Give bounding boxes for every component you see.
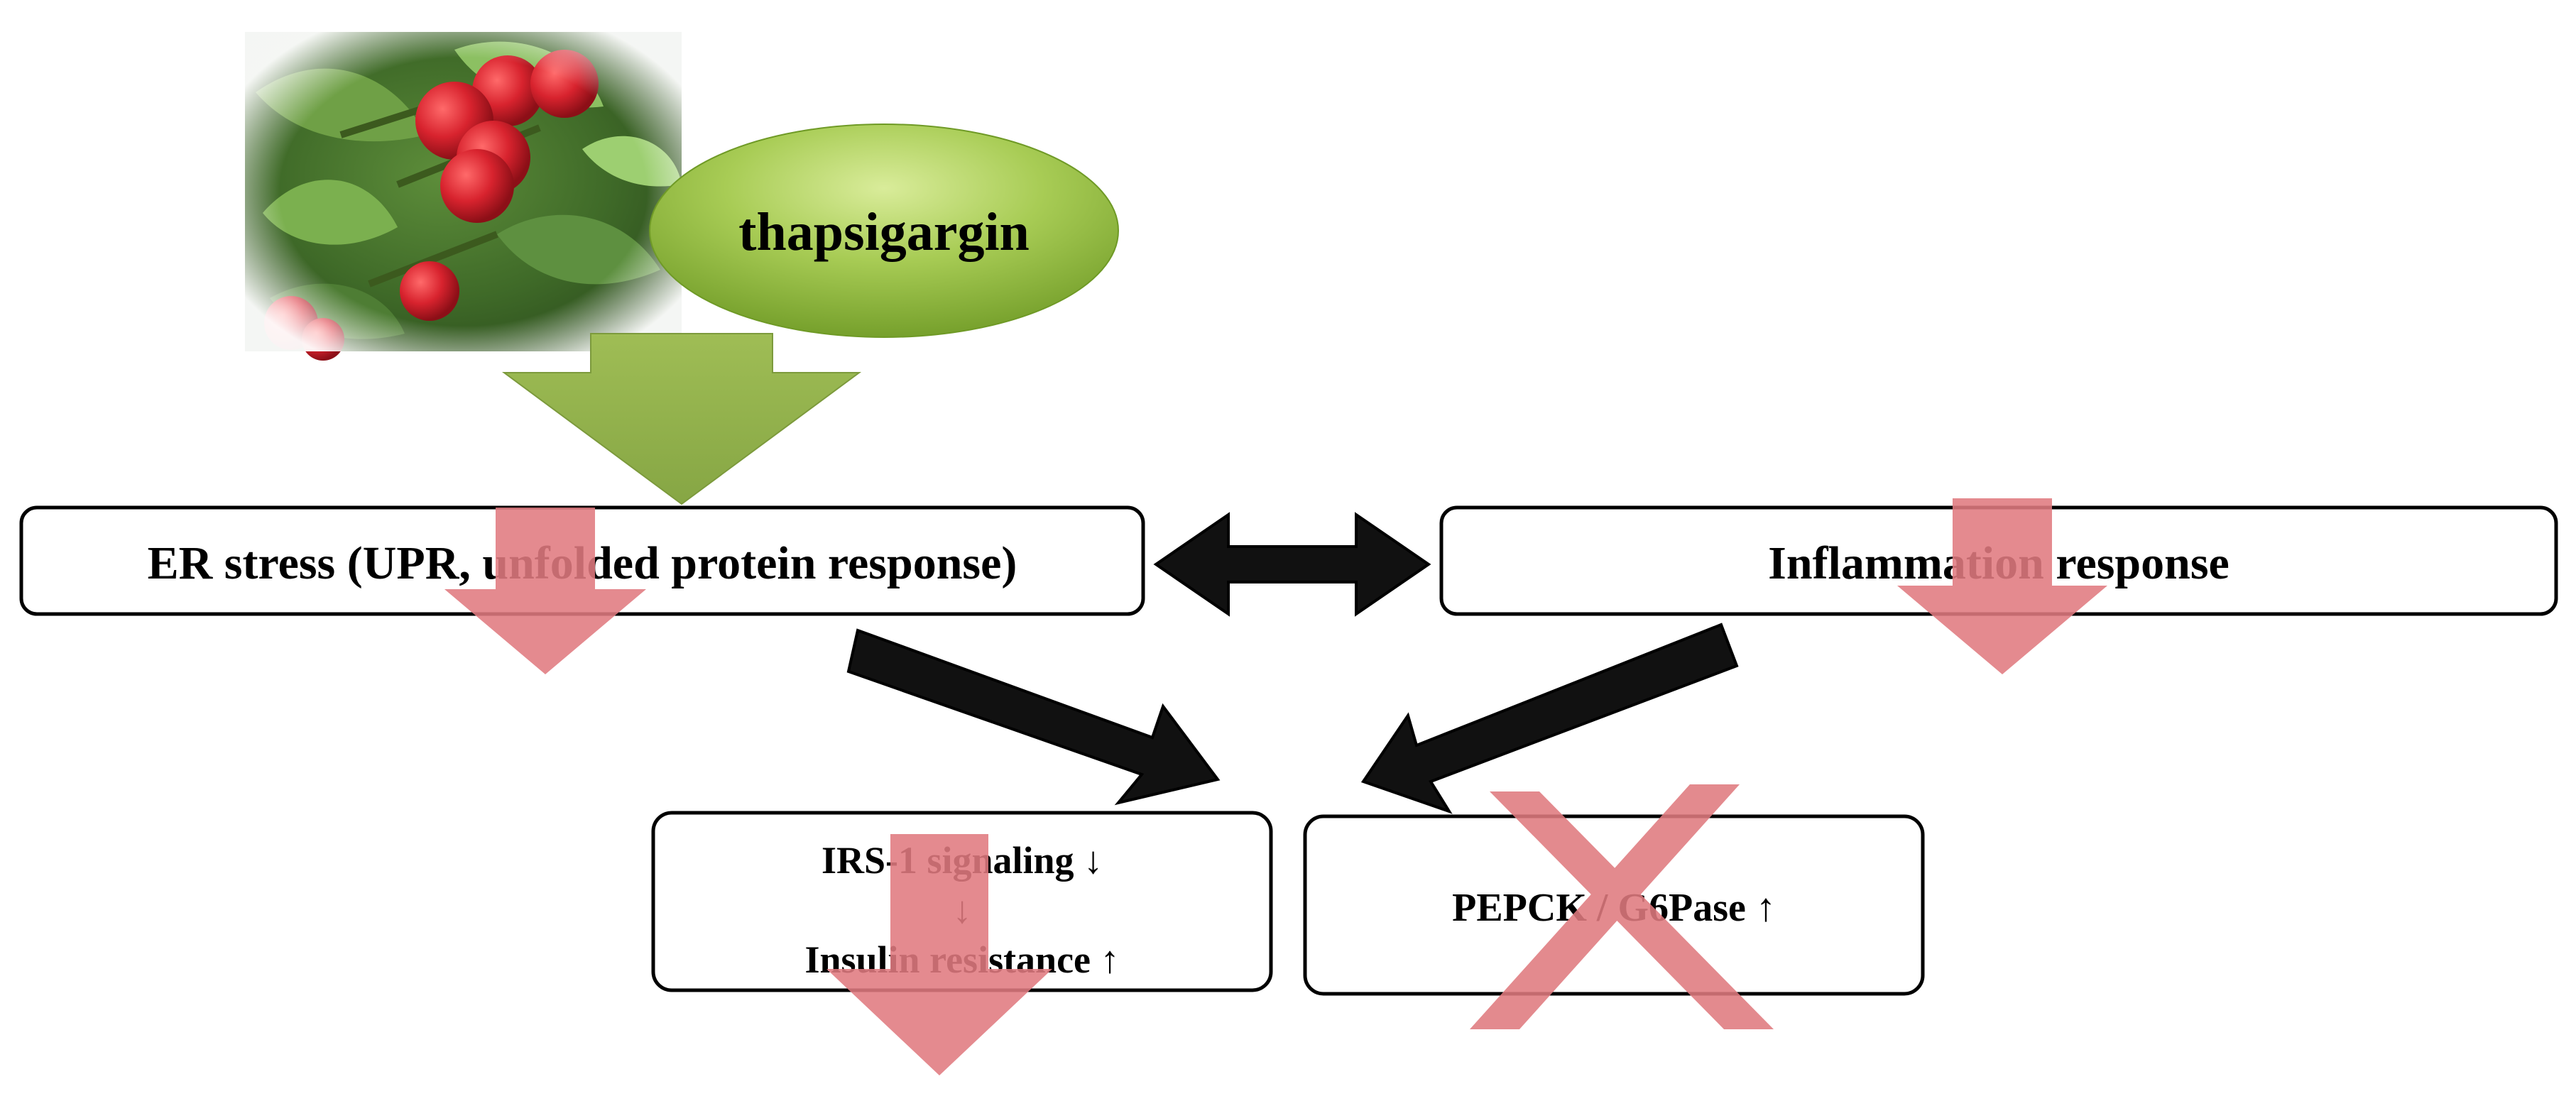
- down-arrow-icon: [826, 834, 1052, 1075]
- down-arrow-icon: [444, 508, 646, 674]
- bidirectional-arrow: [1153, 512, 1431, 617]
- inflammation-to-outcome-arrow: [1360, 623, 1739, 814]
- thapsigargin-node: thapsigargin: [649, 124, 1119, 338]
- thapsigargin-label: thapsigargin: [738, 202, 1030, 262]
- red-berries-photo-icon: [245, 32, 682, 361]
- cross-icon: [1470, 784, 1774, 1029]
- down-arrow-icon: [1897, 498, 2107, 674]
- green-down-arrow: [501, 333, 862, 505]
- er-to-outcome-arrow: [846, 628, 1221, 806]
